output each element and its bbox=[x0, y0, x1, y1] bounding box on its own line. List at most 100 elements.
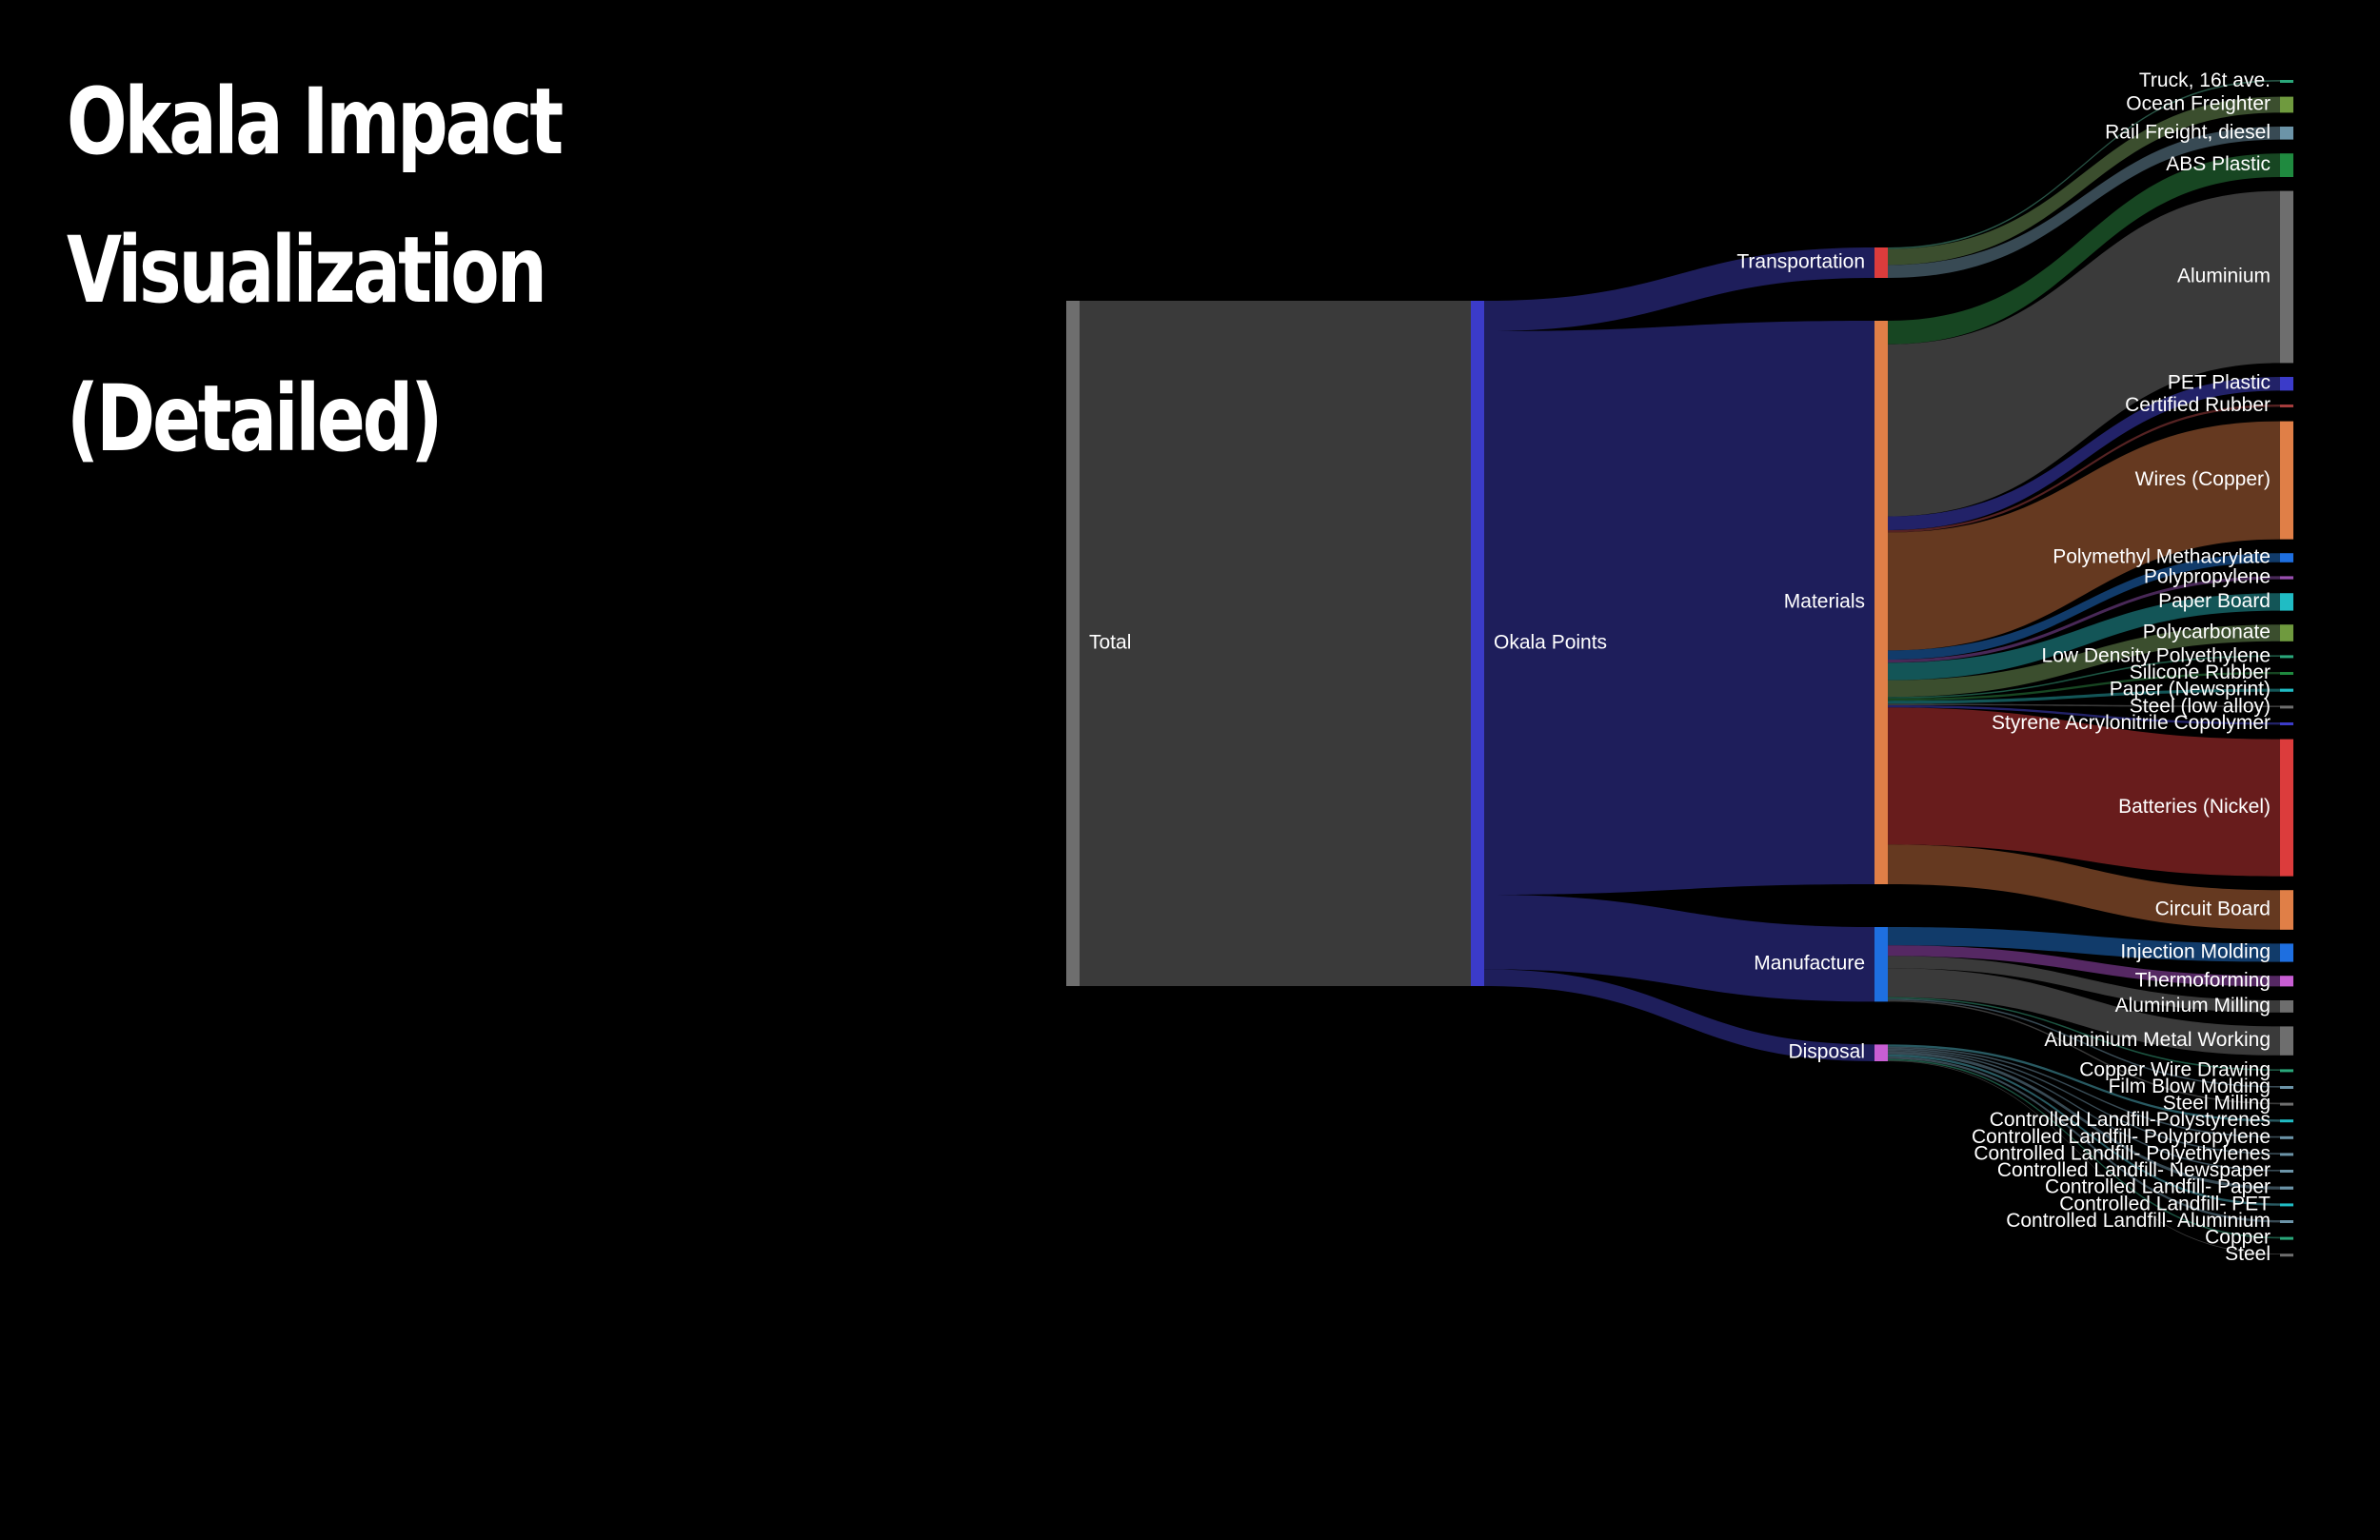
node-smill[interactable] bbox=[2280, 1102, 2293, 1106]
node-transport[interactable] bbox=[1874, 247, 1888, 278]
link-materials-san[interactable] bbox=[1888, 705, 2280, 725]
node-cl_pp[interactable] bbox=[2280, 1135, 2293, 1139]
node-rail[interactable] bbox=[2280, 127, 2293, 140]
link-disposal-cl_ps[interactable] bbox=[1888, 1044, 2280, 1122]
node-disposal[interactable] bbox=[1874, 1044, 1888, 1061]
link-materials-ldpe[interactable] bbox=[1888, 655, 2280, 699]
link-disposal-cl_pp[interactable] bbox=[1888, 1046, 2280, 1138]
node-pet[interactable] bbox=[2280, 377, 2293, 391]
link-materials-rubber[interactable] bbox=[1888, 405, 2280, 533]
link-materials-aluminium[interactable] bbox=[1888, 190, 2280, 517]
label-rail: Rail Freight, diesel bbox=[2105, 121, 2271, 143]
node-pmma[interactable] bbox=[2280, 553, 2293, 563]
link-materials-circuit[interactable] bbox=[1888, 844, 2280, 930]
node-batteries[interactable] bbox=[2280, 739, 2293, 877]
node-steel_la[interactable] bbox=[2280, 705, 2293, 709]
link-materials-pp[interactable] bbox=[1888, 576, 2280, 663]
label-cl_paper: Controlled Landfill- Paper bbox=[2045, 1176, 2271, 1198]
page-title: Okala Impact Visualization(Detailed) bbox=[67, 48, 883, 493]
node-san[interactable] bbox=[2280, 722, 2293, 725]
node-silicone[interactable] bbox=[2280, 672, 2293, 675]
node-steel[interactable] bbox=[2280, 1254, 2293, 1257]
link-disposal-steel[interactable] bbox=[1888, 1060, 2280, 1254]
label-disposal: Disposal bbox=[1788, 1041, 1865, 1063]
label-almill: Aluminium Milling bbox=[2115, 995, 2271, 1017]
node-paperboard[interactable] bbox=[2280, 593, 2293, 611]
link-materials-pet[interactable] bbox=[1888, 377, 2280, 530]
node-cl_pet[interactable] bbox=[2280, 1203, 2293, 1207]
label-pp: Polypropylene bbox=[2144, 566, 2271, 588]
link-materials-wires[interactable] bbox=[1888, 421, 2280, 651]
link-disposal-cl_al[interactable] bbox=[1888, 1056, 2280, 1223]
label-silicone: Silicone Rubber bbox=[2130, 661, 2271, 683]
node-cl_al[interactable] bbox=[2280, 1220, 2293, 1223]
node-cwd[interactable] bbox=[2280, 1069, 2293, 1073]
link-materials-abs[interactable] bbox=[1888, 153, 2280, 345]
node-manufacture[interactable] bbox=[1874, 927, 1888, 1002]
link-materials-newsprint[interactable] bbox=[1888, 688, 2280, 704]
label-pc: Polycarbonate bbox=[2143, 622, 2271, 643]
link-total-okala[interactable] bbox=[1080, 301, 1471, 986]
node-almetal[interactable] bbox=[2280, 1026, 2293, 1056]
node-injection[interactable] bbox=[2280, 943, 2293, 962]
node-aluminium[interactable] bbox=[2280, 190, 2293, 364]
node-newsprint[interactable] bbox=[2280, 688, 2293, 692]
link-materials-paperboard[interactable] bbox=[1888, 593, 2280, 681]
label-abs: ABS Plastic bbox=[2166, 153, 2271, 175]
node-cl_paper[interactable] bbox=[2280, 1186, 2293, 1190]
link-materials-batteries[interactable] bbox=[1888, 707, 2280, 877]
link-materials-steel_la[interactable] bbox=[1888, 703, 2280, 707]
link-materials-pc[interactable] bbox=[1888, 624, 2280, 698]
node-rubber[interactable] bbox=[2280, 405, 2293, 407]
link-transport-ocean[interactable] bbox=[1888, 96, 2280, 266]
link-manufacture-injection[interactable] bbox=[1888, 927, 2280, 962]
node-total[interactable] bbox=[1066, 301, 1080, 986]
label-ldpe: Low Density Polyethylene bbox=[2042, 644, 2271, 666]
node-pp[interactable] bbox=[2280, 576, 2293, 580]
label-almetal: Aluminium Metal Working bbox=[2044, 1029, 2271, 1051]
label-aluminium: Aluminium bbox=[2177, 266, 2271, 287]
link-disposal-copper[interactable] bbox=[1888, 1058, 2280, 1239]
node-truck[interactable] bbox=[2280, 80, 2293, 83]
link-transport-rail[interactable] bbox=[1888, 127, 2280, 278]
link-manufacture-fbm[interactable] bbox=[1888, 998, 2280, 1088]
node-abs[interactable] bbox=[2280, 153, 2293, 177]
label-fbm: Film Blow Molding bbox=[2109, 1076, 2271, 1097]
link-okala-materials[interactable] bbox=[1484, 321, 1874, 895]
node-wires[interactable] bbox=[2280, 421, 2293, 540]
link-disposal-cl_pet[interactable] bbox=[1888, 1054, 2280, 1206]
label-pmma: Polymethyl Methacrylate bbox=[2053, 546, 2271, 568]
link-manufacture-smill[interactable] bbox=[1888, 999, 2280, 1105]
node-pc[interactable] bbox=[2280, 624, 2293, 642]
node-cl_ps[interactable] bbox=[2280, 1119, 2293, 1123]
node-ldpe[interactable] bbox=[2280, 655, 2293, 659]
node-okala[interactable] bbox=[1471, 301, 1484, 986]
link-disposal-cl_pe[interactable] bbox=[1888, 1048, 2280, 1155]
label-cl_ps: Controlled Landfill-Polystyrenes bbox=[1990, 1109, 2271, 1131]
link-disposal-cl_paper[interactable] bbox=[1888, 1051, 2280, 1190]
link-materials-silicone[interactable] bbox=[1888, 672, 2280, 701]
label-materials: Materials bbox=[1784, 591, 1865, 613]
node-cl_news[interactable] bbox=[2280, 1170, 2293, 1173]
link-okala-transport[interactable] bbox=[1484, 247, 1874, 331]
label-manufacture: Manufacture bbox=[1754, 953, 1865, 975]
node-ocean[interactable] bbox=[2280, 96, 2293, 113]
link-manufacture-thermo[interactable] bbox=[1888, 945, 2280, 987]
link-manufacture-cwd[interactable] bbox=[1888, 997, 2280, 1071]
link-materials-pmma[interactable] bbox=[1888, 553, 2280, 660]
title-line-1: Okala Impact Visualization bbox=[67, 69, 564, 324]
node-almill[interactable] bbox=[2280, 1000, 2293, 1013]
link-okala-manufacture[interactable] bbox=[1484, 895, 1874, 1002]
label-cl_al: Controlled Landfill- Aluminium bbox=[2006, 1210, 2271, 1232]
link-okala-disposal[interactable] bbox=[1484, 969, 1874, 1061]
node-cl_pe[interactable] bbox=[2280, 1153, 2293, 1156]
link-manufacture-almetal[interactable] bbox=[1888, 968, 2280, 1056]
link-manufacture-almill[interactable] bbox=[1888, 956, 2280, 1013]
node-thermo[interactable] bbox=[2280, 976, 2293, 987]
link-disposal-cl_news[interactable] bbox=[1888, 1050, 2280, 1172]
node-fbm[interactable] bbox=[2280, 1086, 2293, 1089]
link-transport-truck[interactable] bbox=[1888, 80, 2280, 249]
node-copper[interactable] bbox=[2280, 1236, 2293, 1240]
node-materials[interactable] bbox=[1874, 321, 1888, 884]
node-circuit[interactable] bbox=[2280, 890, 2293, 930]
